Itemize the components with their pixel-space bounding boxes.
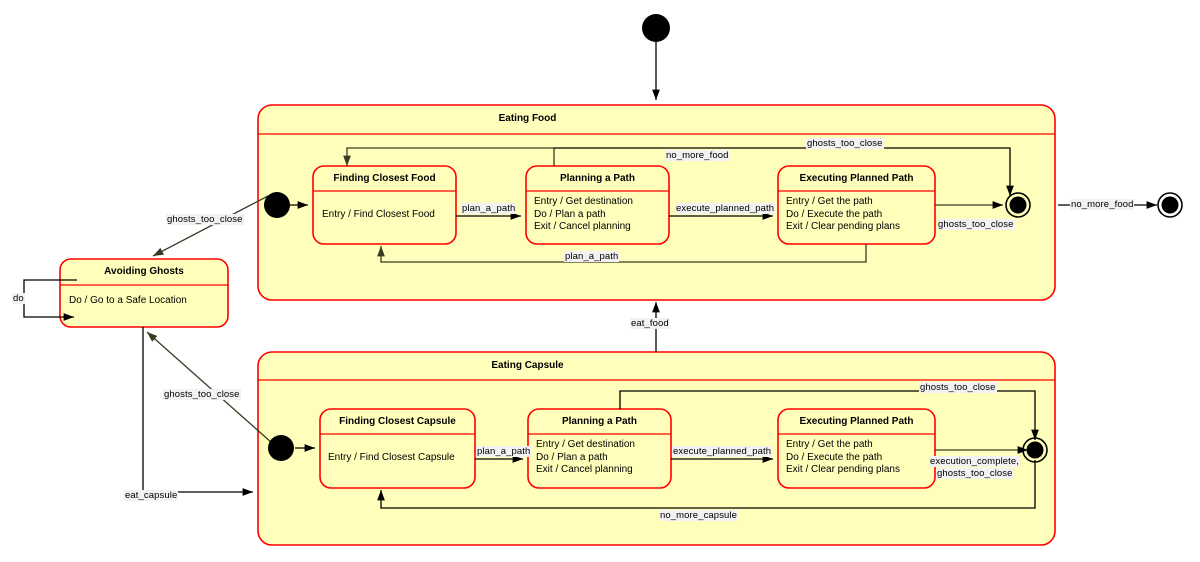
final-state-eating-food[interactable]	[1005, 192, 1031, 218]
transition-food-plan-a-path-back	[377, 244, 867, 263]
initial-state-top[interactable]	[642, 14, 670, 42]
state-planning-a-path-capsule[interactable]	[527, 408, 672, 489]
label-capsule-ghosts-too-close-top: ghosts_too_close	[919, 382, 997, 393]
state-body-executing-planned-path-capsule: Entry / Get the path Do / Execute the pa…	[786, 439, 900, 475]
transition-food-to-avoiding-ghosts	[152, 195, 269, 257]
label-exit-no-more-food: no_more_food	[1070, 199, 1135, 210]
transition-capsule-to-avoiding-ghosts	[146, 331, 273, 444]
state-body-avoiding-ghosts: Do / Go to a Safe Location	[69, 295, 187, 306]
label-food-plan-a-path: plan_a_path	[461, 203, 517, 214]
composite-title-eating-capsule: Eating Capsule	[491, 360, 564, 371]
state-title-executing-planned-path-food: Executing Planned Path	[799, 173, 914, 184]
state-title-planning-a-path-food: Planning a Path	[559, 173, 635, 184]
state-body-finding-closest-capsule: Entry / Find Closest Capsule	[328, 452, 455, 463]
state-title-planning-a-path-capsule: Planning a Path	[561, 416, 637, 427]
label-avoiding-ghosts-do: do	[12, 293, 25, 304]
state-title-finding-closest-capsule: Finding Closest Capsule	[339, 416, 456, 427]
state-executing-planned-path-capsule[interactable]	[777, 408, 936, 489]
label-capsule-execution-complete-ghosts: ghosts_too_close	[936, 468, 1014, 479]
state-body-planning-a-path-capsule: Entry / Get destination Do / Plan a path…	[536, 439, 635, 475]
transition-capsule-no-more-capsule	[377, 460, 1036, 509]
state-finding-closest-capsule[interactable]	[319, 408, 476, 489]
state-title-finding-closest-food: Finding Closest Food	[333, 173, 436, 184]
state-body-finding-closest-food: Entry / Find Closest Food	[322, 209, 435, 220]
initial-state-eating-capsule[interactable]	[268, 435, 294, 461]
state-title-avoiding-ghosts: Avoiding Ghosts	[104, 266, 184, 277]
composite-title-eating-food: Eating Food	[498, 113, 557, 124]
state-title-executing-planned-path-capsule: Executing Planned Path	[799, 416, 914, 427]
state-body-planning-a-path-food: Entry / Get destination Do / Plan a path…	[534, 196, 633, 232]
transition-food-no-more-food	[343, 147, 555, 166]
label-food-ghosts-too-close-top: ghosts_too_close	[806, 138, 884, 149]
transition-eat-capsule	[142, 327, 253, 496]
label-food-execute-planned-path: execute_planned_path	[675, 203, 776, 214]
label-eat-food: eat_food	[630, 318, 670, 329]
label-capsule-plan-a-path: plan_a_path	[476, 446, 532, 457]
state-body-executing-planned-path-food: Entry / Get the path Do / Execute the pa…	[786, 196, 900, 232]
transition-capsule-ghosts-too-close-top	[619, 390, 1039, 440]
final-state-eating-capsule[interactable]	[1022, 437, 1048, 463]
transition-food-ghosts-too-close-top	[554, 147, 1014, 196]
label-capsule-execute-planned-path: execute_planned_path	[672, 446, 773, 457]
label-food-plan-a-path-back: plan_a_path	[564, 251, 620, 262]
label-capsule-no-more-capsule: no_more_capsule	[659, 510, 739, 521]
initial-state-eating-food[interactable]	[264, 192, 290, 218]
state-executing-planned-path-food[interactable]	[777, 165, 936, 245]
label-food-no-more-food: no_more_food	[665, 150, 730, 161]
state-finding-closest-food[interactable]	[312, 165, 457, 245]
label-eat-capsule: eat_capsule	[124, 490, 179, 501]
label-capsule-execution-complete: execution_complete,	[929, 456, 1021, 467]
label-ghosts-too-close-from-capsule: ghosts_too_close	[163, 389, 241, 400]
label-food-ghosts-too-close-exec: ghosts_too_close	[937, 219, 1015, 230]
state-avoiding-ghosts[interactable]	[59, 258, 229, 328]
final-state-outer[interactable]	[1157, 192, 1183, 218]
label-ghosts-too-close-from-food: ghosts_too_close	[166, 214, 244, 225]
state-planning-a-path-food[interactable]	[525, 165, 670, 245]
